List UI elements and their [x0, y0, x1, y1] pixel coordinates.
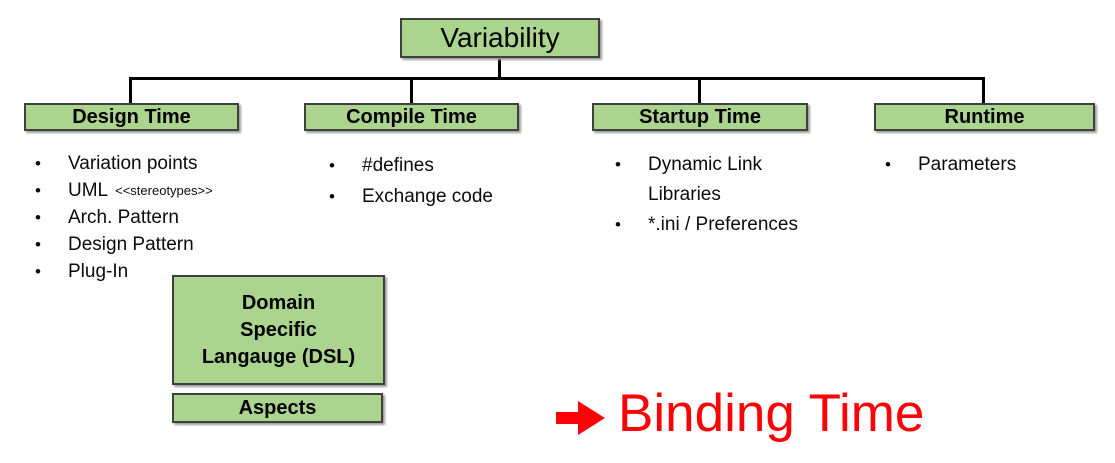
node-aspects-label: Aspects	[238, 396, 317, 419]
node-compile-time: Compile Time	[304, 103, 519, 131]
list-item-text: *.ini / Preferences	[648, 214, 798, 235]
list-item: • Parameters	[878, 150, 1016, 180]
list-item: • UML <<stereotypes>>	[28, 177, 213, 204]
binding-time-label: Binding Time	[618, 384, 925, 443]
node-design-time-label: Design Time	[72, 105, 191, 128]
node-compile-time-label: Compile Time	[346, 105, 477, 128]
bullet-icon: •	[615, 155, 621, 174]
binding-time-annotation: Binding Time	[556, 384, 924, 444]
bullet-icon: •	[615, 215, 621, 234]
connector-drop-compile	[410, 77, 413, 104]
node-startup-time: Startup Time	[592, 103, 808, 131]
node-design-time: Design Time	[24, 103, 239, 131]
list-item-text: UML	[68, 180, 109, 201]
list-item: • *.ini / Preferences	[608, 210, 798, 240]
bullet-icon: •	[329, 187, 335, 206]
design-time-list: • Variation points • UML <<stereotypes>>…	[28, 150, 213, 285]
list-item-text: Variation points	[68, 153, 198, 174]
node-variability: Variability	[400, 18, 600, 58]
node-dsl-line: Specific	[240, 318, 317, 341]
runtime-list: • Parameters	[878, 150, 1016, 180]
list-item: • Plug-In	[28, 258, 213, 285]
bullet-icon: •	[35, 181, 41, 200]
bullet-icon: •	[885, 155, 891, 174]
bullet-icon: •	[35, 235, 41, 254]
node-runtime: Runtime	[874, 103, 1095, 131]
list-item: • Design Pattern	[28, 231, 213, 258]
node-aspects: Aspects	[172, 393, 383, 423]
uml-stereotypes-note: <<stereotypes>>	[115, 183, 213, 198]
node-runtime-label: Runtime	[944, 105, 1025, 128]
list-item: • Dynamic Link Libraries	[608, 150, 798, 210]
list-item-text: Parameters	[918, 154, 1017, 175]
startup-time-list: • Dynamic Link Libraries • *.ini / Prefe…	[608, 150, 798, 240]
node-startup-time-label: Startup Time	[639, 105, 761, 128]
bullet-icon: •	[35, 208, 41, 227]
connector-root-stem	[498, 58, 501, 79]
connector-horizontal	[129, 77, 985, 80]
list-item-text: Dynamic Link Libraries	[648, 154, 763, 205]
bullet-icon: •	[35, 154, 41, 173]
connector-drop-startup	[698, 77, 701, 104]
list-item-text: #defines	[362, 155, 434, 176]
list-item-text: Exchange code	[362, 186, 493, 207]
connector-drop-runtime	[982, 77, 985, 104]
bullet-icon: •	[329, 156, 335, 175]
bullet-icon: •	[35, 262, 41, 281]
arrow-right-icon	[556, 401, 605, 435]
list-item: • Exchange code	[322, 181, 493, 212]
list-item: • Variation points	[28, 150, 213, 177]
node-dsl-line: Langauge (DSL)	[201, 345, 356, 368]
node-variability-label: Variability	[440, 22, 560, 53]
list-item-text: Design Pattern	[68, 234, 194, 255]
list-item-text: Plug-In	[68, 261, 129, 282]
connector-drop-design	[129, 77, 132, 104]
compile-time-list: • #defines • Exchange code	[322, 150, 493, 212]
list-item-text: Arch. Pattern	[68, 207, 179, 228]
node-dsl: Domain Specific Langauge (DSL)	[172, 275, 385, 385]
list-item: • #defines	[322, 150, 493, 181]
node-dsl-line: Domain	[241, 291, 316, 314]
list-item: • Arch. Pattern	[28, 204, 213, 231]
